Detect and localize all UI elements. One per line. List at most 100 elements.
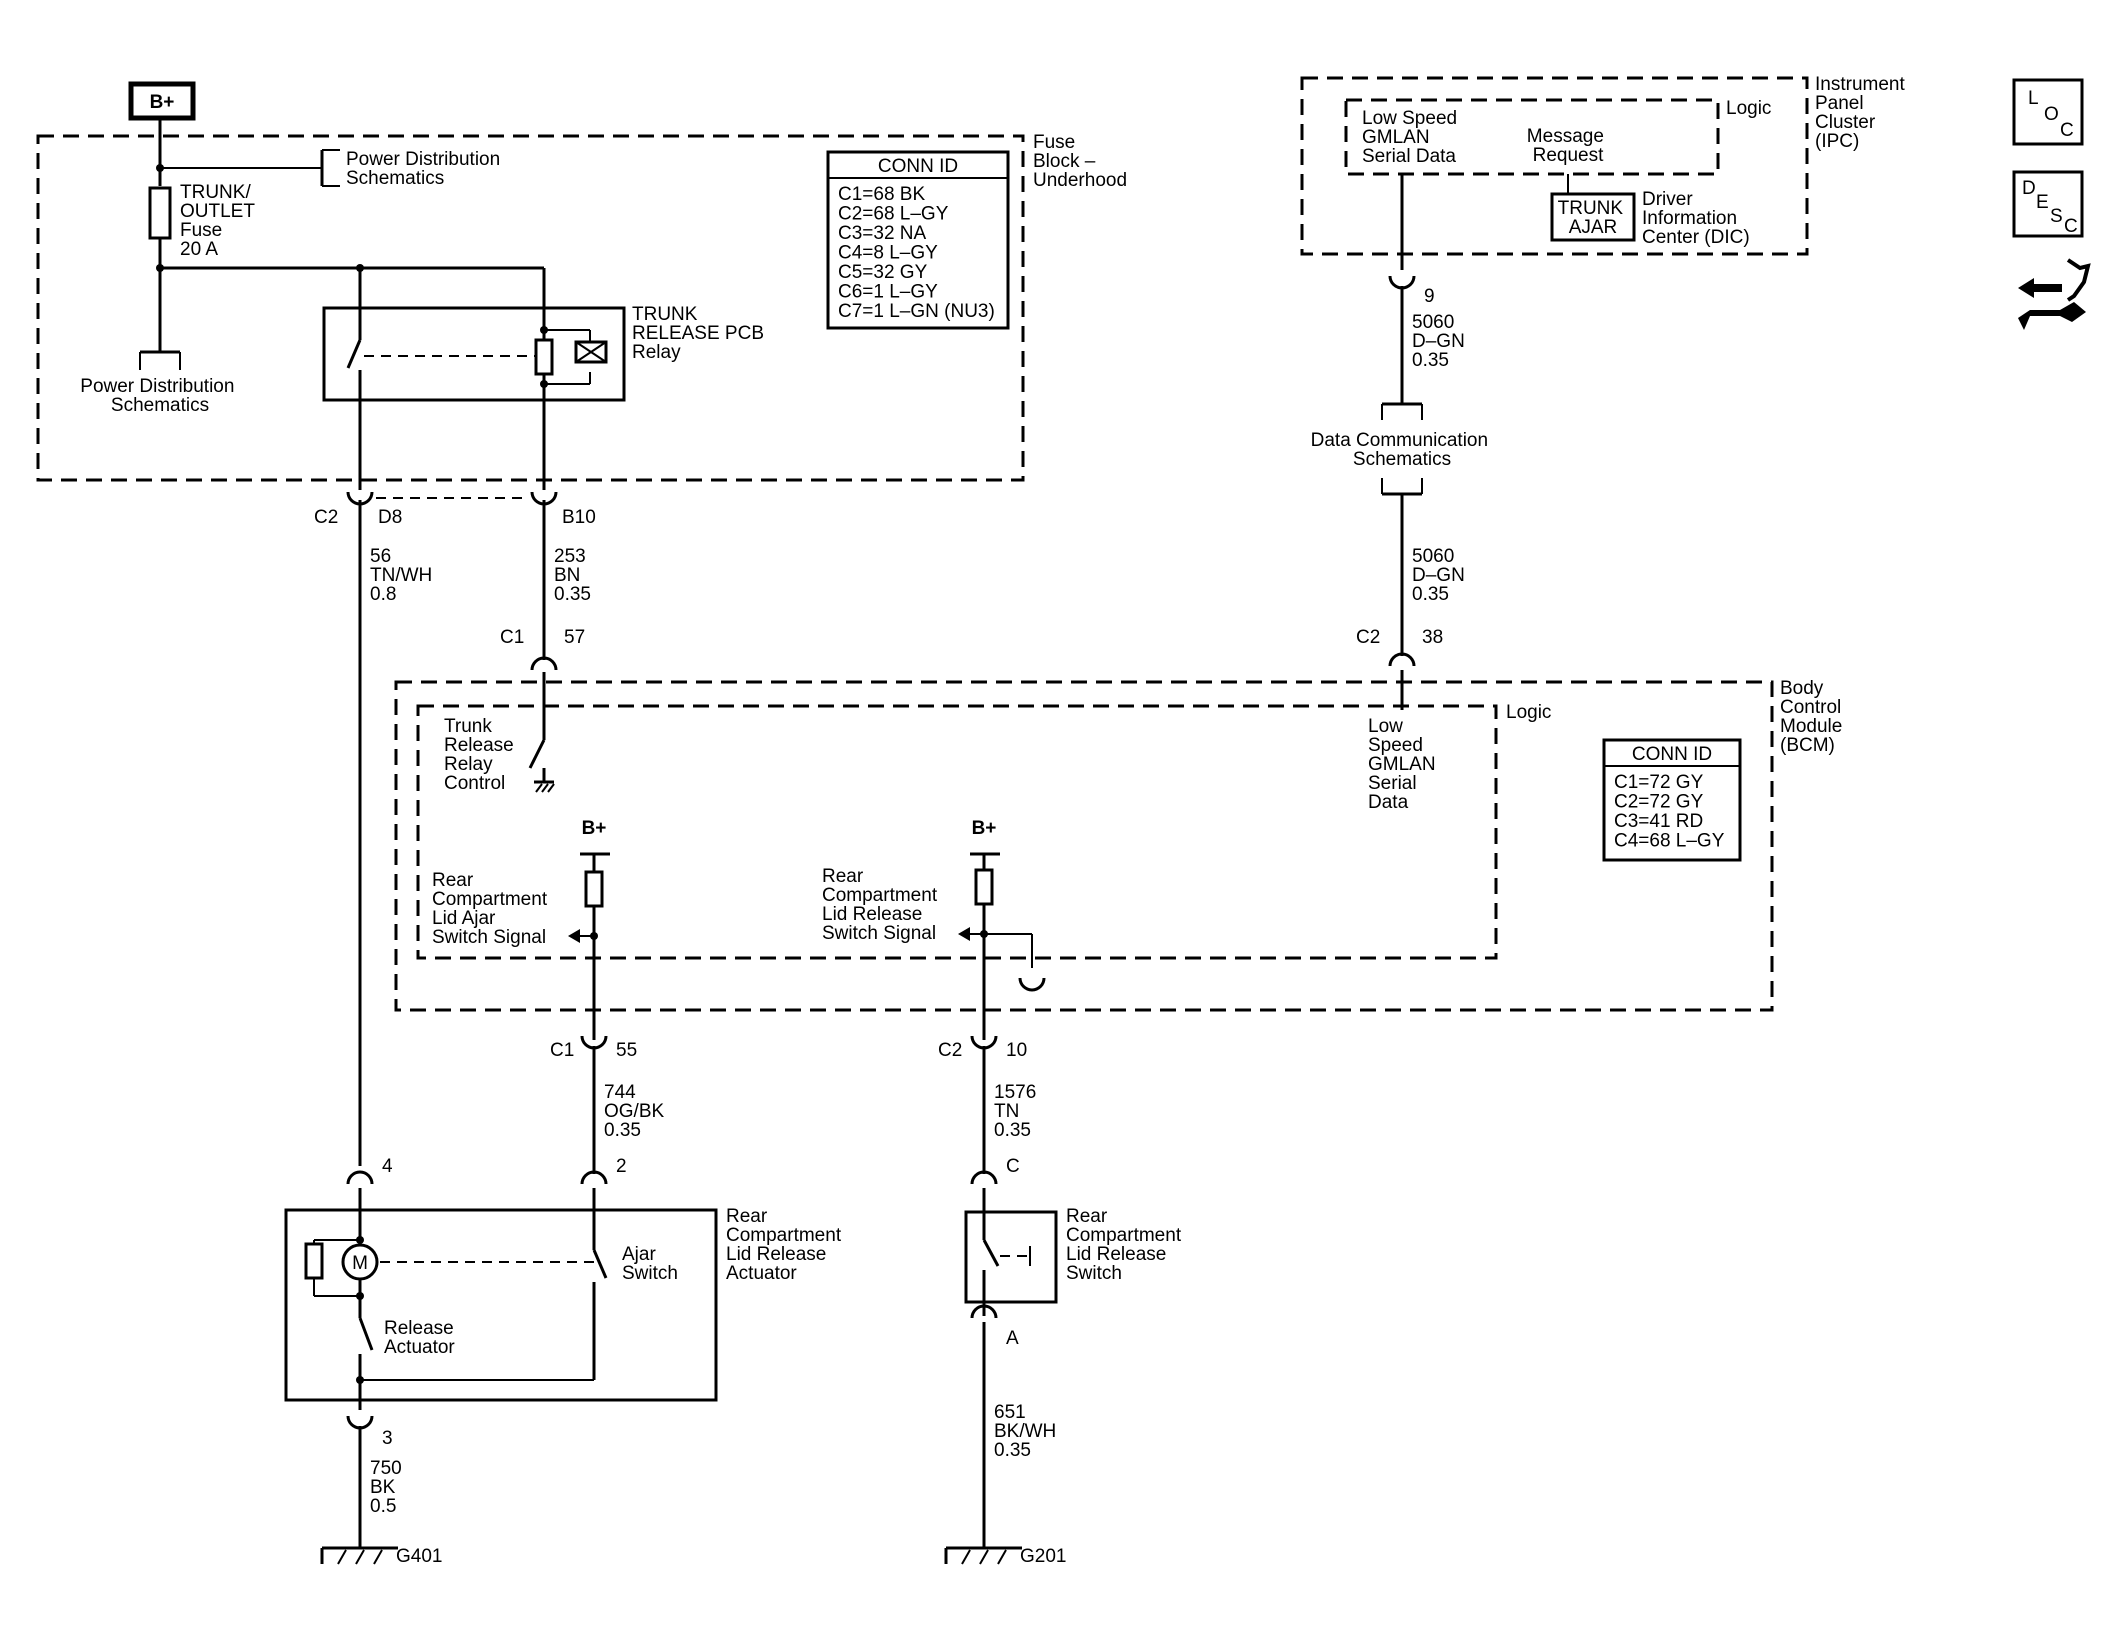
bcm-c1-pin: 57 (564, 627, 585, 648)
bcm-title: Body Control Module (BCM) (1780, 678, 1848, 756)
lid-release-actuator: 4 2 Rear Compartment Lid Release Actuato… (284, 1156, 846, 1410)
dic-label: Driver Information Center (DIC) (1642, 189, 1750, 248)
bcm-conn-title: CONN ID (1632, 744, 1712, 765)
actuator-pin2-label: 2 (616, 1156, 627, 1177)
trunk-outlet-fuse (148, 186, 172, 240)
actuator-resistor (304, 1242, 324, 1280)
release-signal-ground (1018, 977, 1046, 992)
bcm-gmlan-label: Low Speed GMLAN Serial Data (1368, 716, 1441, 813)
wire-744-label: 744 OG/BK 0.35 (604, 1082, 669, 1141)
connector-view-icon[interactable] (2018, 258, 2091, 330)
release-switch-title: Rear Compartment Lid Release Switch (1066, 1206, 1186, 1284)
fuse-block-c2-connector: C2 D8 B10 (314, 491, 596, 528)
bcm-bplus-1: B+ (582, 818, 607, 839)
bcm-c2-38-connector (1388, 652, 1416, 667)
bcm-c1-57-connector (530, 656, 558, 671)
switch-pin-c-label: C (1006, 1156, 1020, 1177)
fuse-block-outline (36, 134, 1025, 482)
wire-5060-b-label: 5060 D–GN 0.35 (1412, 546, 1470, 605)
fb-c2-label: C2 (314, 507, 338, 528)
lid-release-switch: C Rear Compartment Lid Release Switch A (964, 1156, 1186, 1349)
svg-text:S: S (2050, 206, 2063, 227)
fb-d8-label: D8 (378, 507, 402, 528)
ajar-signal-label: Rear Compartment Lid Ajar Switch Signal (432, 870, 552, 948)
bcm-bplus-2: B+ (972, 818, 997, 839)
fuse-label: TRUNK/ OUTLET Fuse 20 A (180, 182, 260, 260)
relay-diode (534, 338, 554, 376)
svg-text:O: O (2044, 104, 2059, 125)
release-signal-arrow (958, 927, 970, 941)
bplus-box (128, 81, 196, 121)
fuse-block: Fuse Block – Underhood B+ Power Distribu… (36, 81, 1127, 490)
motor-icon (341, 1243, 379, 1281)
bcm-c2-pin: 38 (1422, 627, 1443, 648)
relay-switch-contact (346, 339, 362, 369)
ipc-title: Instrument Panel Cluster (IPC) (1815, 74, 1910, 152)
ground-g401-icon (320, 1546, 398, 1565)
motor-label: M (352, 1253, 368, 1274)
loc-icon[interactable]: L O C (2012, 78, 2084, 146)
c2-10-pin: 10 (1006, 1040, 1027, 1061)
bplus-label: B+ (150, 92, 175, 113)
release-signal-label: Rear Compartment Lid Release Switch Sign… (822, 866, 942, 944)
ipc-message-request: Message Request (1527, 126, 1609, 166)
instrument-panel-cluster: Instrument Panel Cluster (IPC) Logic Low… (1300, 74, 1910, 270)
actuator-pin2-connector (580, 1170, 608, 1185)
ajar-switch-label: Ajar Switch (622, 1244, 678, 1284)
release-actuator-label: Release Actuator (384, 1318, 459, 1358)
wire-5060-a-label: 5060 D–GN 0.35 (1412, 312, 1470, 371)
g201-label: G201 (1020, 1546, 1066, 1567)
bcm-logic-box (416, 704, 1498, 960)
bcm-logic-label: Logic (1506, 702, 1551, 723)
ajar-pullup-resistor (584, 870, 604, 908)
actuator-pin4-label: 4 (382, 1156, 393, 1177)
release-switch-box (964, 1210, 1058, 1304)
wire-651-label: 651 BK/WH 0.35 (994, 1402, 1062, 1461)
bcm-c1-conn: C1 (500, 627, 524, 648)
fuse-block-conn-title: CONN ID (878, 156, 958, 177)
release-actuator-contact (358, 1317, 374, 1351)
wire-1576-label: 1576 TN 0.35 (994, 1082, 1042, 1141)
switch-pin-c-connector (970, 1170, 998, 1185)
g401-label: G401 (396, 1546, 442, 1567)
actuator-box (284, 1208, 718, 1402)
wire-56-label: 56 TN/WH 0.8 (370, 546, 438, 605)
svg-text:D: D (2022, 178, 2036, 199)
wire-750-label: 750 BK 0.5 (370, 1458, 407, 1517)
c2-10-conn: C2 (938, 1040, 962, 1061)
svg-text:C: C (2060, 120, 2074, 141)
c1-55-pin: 55 (616, 1040, 637, 1061)
data-comm-label: Data Communication Schematics (1311, 430, 1494, 470)
wire-253-label: 253 BN 0.35 (554, 546, 591, 605)
actuator-pin3-label: 3 (382, 1428, 393, 1449)
ipc-logic-box (1344, 98, 1720, 176)
trunk-ajar-indicator (1550, 192, 1636, 242)
trunk-ajar-text: TRUNK AJAR (1558, 198, 1629, 238)
power-dist-bottom-label: Power Distribution Schematics (80, 376, 239, 416)
fuse-block-title: Fuse Block – Underhood (1033, 132, 1127, 191)
desc-icon[interactable]: D E S C (2012, 170, 2084, 238)
trunk-relay-control-switch (528, 739, 546, 769)
power-dist-top-label: Power Distribution Schematics (346, 149, 505, 189)
bcm-outline (394, 680, 1774, 1012)
bcm-conn-table (1602, 738, 1742, 862)
c1-55-conn: C1 (550, 1040, 574, 1061)
trunk-relay-control-label: Trunk Release Relay Control (444, 716, 519, 794)
trunk-release-relay (322, 306, 626, 402)
fuse-block-conn-rows: C1=68 BK C2=68 L–GY C3=32 NA C4=8 L–GY C… (838, 184, 995, 322)
ajar-signal-arrow (568, 929, 580, 943)
bcm-c2-conn: C2 (1356, 627, 1380, 648)
release-switch-contact (982, 1239, 1000, 1267)
ipc-gmlan-label: Low Speed GMLAN Serial Data (1362, 108, 1462, 167)
ipc-outline (1300, 76, 1809, 256)
ground-g201-icon (944, 1546, 1022, 1565)
switch-pin-a-label: A (1006, 1328, 1019, 1349)
ipc-logic-label: Logic (1726, 98, 1771, 119)
bcm-conn-rows: C1=72 GY C2=72 GY C3=41 RD C4=68 L–GY (1614, 772, 1725, 852)
body-control-module: Body Control Module (BCM) Logic Trunk Re… (394, 672, 1848, 1040)
svg-text:L: L (2028, 88, 2039, 109)
svg-text:E: E (2036, 192, 2049, 213)
actuator-title: Rear Compartment Lid Release Actuator (726, 1206, 846, 1284)
ajar-switch-contact (592, 1249, 608, 1279)
